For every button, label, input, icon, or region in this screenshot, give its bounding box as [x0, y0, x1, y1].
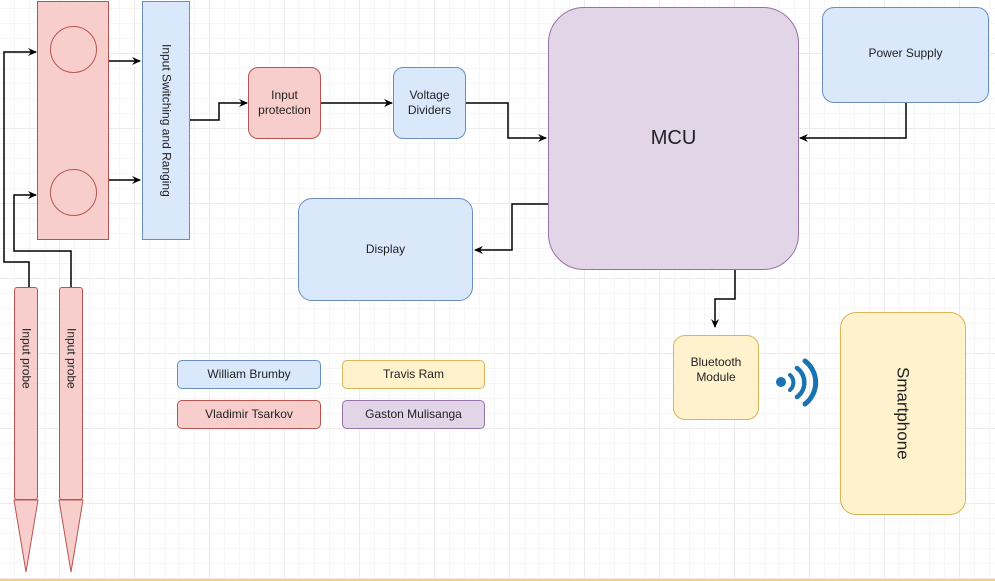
power-supply-node[interactable]: Power Supply: [822, 7, 989, 103]
mcu-label: MCU: [650, 127, 697, 149]
legend-item-travis-ram: Travis Ram: [342, 360, 485, 389]
display-label: Display: [365, 242, 406, 256]
edge-mcu-to-bluetooth: [711, 270, 736, 328]
legend-label: Gaston Mulisanga: [365, 407, 462, 421]
probe-2-tip: [58, 499, 84, 573]
voltage-dividers-label: Voltage Dividers: [407, 88, 452, 117]
input-probe-1-node[interactable]: Input probe: [14, 287, 38, 500]
legend-label: Travis Ram: [383, 367, 444, 381]
legend-label: William Brumby: [207, 367, 291, 381]
bluetooth-module-node[interactable]: Bluetooth Module: [673, 335, 759, 420]
display-node[interactable]: Display: [298, 198, 473, 301]
legend-item-william-brumby: William Brumby: [177, 360, 321, 389]
power-supply-label: Power Supply: [868, 45, 943, 60]
edge-switching-to-protection: [190, 99, 248, 121]
voltage-dividers-node[interactable]: Voltage Dividers: [393, 67, 466, 139]
edge-dividers-to-mcu: [466, 102, 547, 142]
input-protection-label: Input protection: [258, 88, 311, 117]
mcu-node[interactable]: MCU: [548, 7, 799, 270]
input-protection-node[interactable]: Input protection: [248, 67, 321, 139]
legend-item-gaston-mulisanga: Gaston Mulisanga: [342, 400, 485, 429]
smartphone-label: Smartphone: [893, 367, 913, 460]
legend-item-vladimir-tsarkov: Vladimir Tsarkov: [177, 400, 321, 429]
input-connector-block[interactable]: [37, 1, 109, 240]
legend-label: Vladimir Tsarkov: [205, 407, 293, 421]
input-probe-2-label: Input probe: [64, 328, 79, 389]
page-bottom-border: [0, 579, 995, 581]
input-switching-node[interactable]: Input Switching and Ranging: [142, 1, 190, 240]
bluetooth-module-label: Bluetooth Module: [690, 354, 742, 384]
input-probe-2-node[interactable]: Input probe: [59, 287, 83, 500]
wireless-signal-icon: [776, 358, 819, 407]
input-jack-1[interactable]: [50, 26, 97, 73]
edge-probe2-to-connector: [13, 191, 72, 287]
edge-power-to-mcu: [799, 103, 907, 142]
edge-probe1-to-connector: [3, 48, 37, 287]
smartphone-node[interactable]: Smartphone: [840, 312, 966, 515]
edge-mcu-to-display: [474, 203, 548, 254]
input-probe-1-label: Input probe: [19, 328, 34, 389]
input-switching-label: Input Switching and Ranging: [159, 44, 174, 197]
input-jack-2[interactable]: [50, 169, 97, 216]
probe-1-tip: [13, 499, 39, 573]
